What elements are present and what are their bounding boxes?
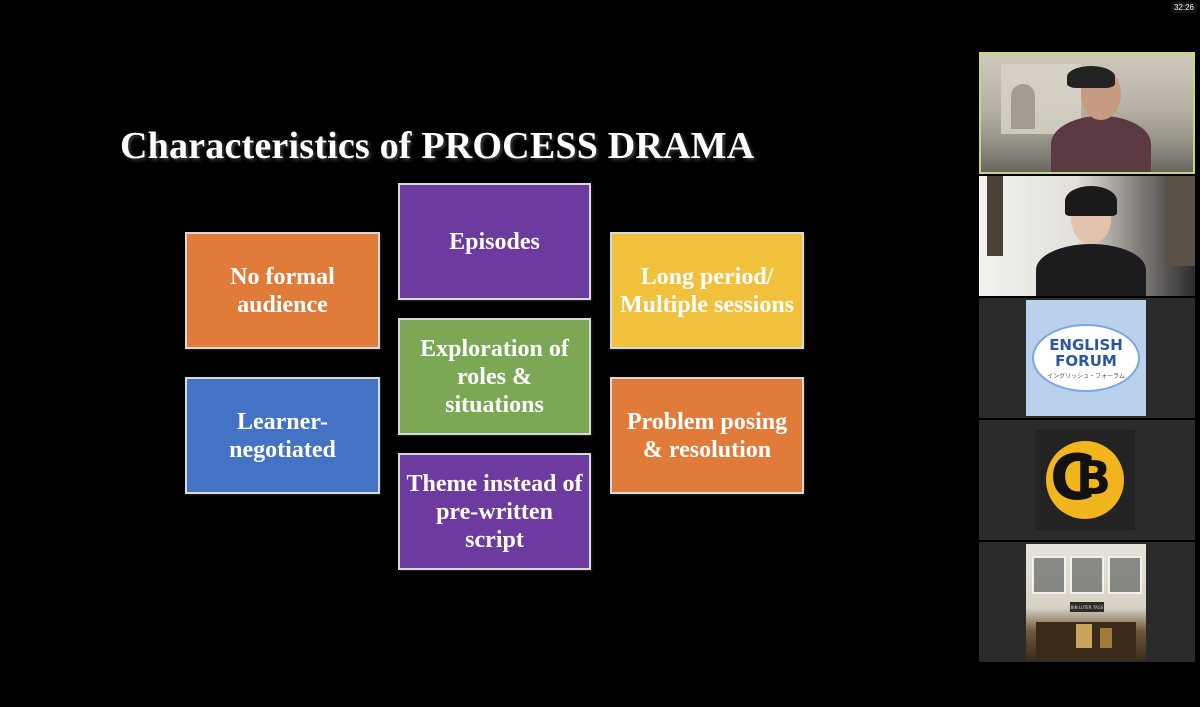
participant-video-shop[interactable]: BIN LUTER TAGS (979, 542, 1195, 662)
english-forum-logo: ENGLISH FORUM イングリッシュ・フォーラム (1026, 300, 1146, 416)
box-no-formal-audience: No formal audience (185, 232, 380, 349)
participant-1-avatar (1051, 116, 1151, 172)
box-learner-negotiated: Learner-negotiated (185, 377, 380, 494)
participant-tile-english-forum[interactable]: ENGLISH FORUM イングリッシュ・フォーラム (979, 298, 1195, 418)
participant-video-2[interactable] (979, 176, 1195, 296)
box-episodes: Episodes (398, 183, 591, 300)
box-exploration: Exploration of roles & situations (398, 318, 591, 435)
english-forum-title: ENGLISH FORUM (1049, 335, 1123, 370)
shop-sign: BIN LUTER TAGS (1070, 602, 1104, 612)
participant-tile-cb[interactable]: C B (979, 420, 1195, 540)
meeting-timer: 32:26 (1170, 2, 1197, 13)
cb-logo: C B (1035, 430, 1135, 530)
participant-2-video-feed (979, 176, 1195, 296)
box-problem-posing: Problem posing & resolution (610, 377, 804, 494)
participant-video-1[interactable] (979, 52, 1195, 174)
participant-2-avatar (1036, 244, 1146, 296)
box-theme: Theme instead of pre-written script (398, 453, 591, 570)
participant-1-video-feed (981, 54, 1193, 172)
english-forum-subtitle: イングリッシュ・フォーラム (1047, 372, 1125, 380)
box-long-period: Long period/ Multiple sessions (610, 232, 804, 349)
slide-title: Characteristics of PROCESS DRAMA (120, 125, 755, 167)
shop-storefront-image: BIN LUTER TAGS (1026, 544, 1146, 660)
